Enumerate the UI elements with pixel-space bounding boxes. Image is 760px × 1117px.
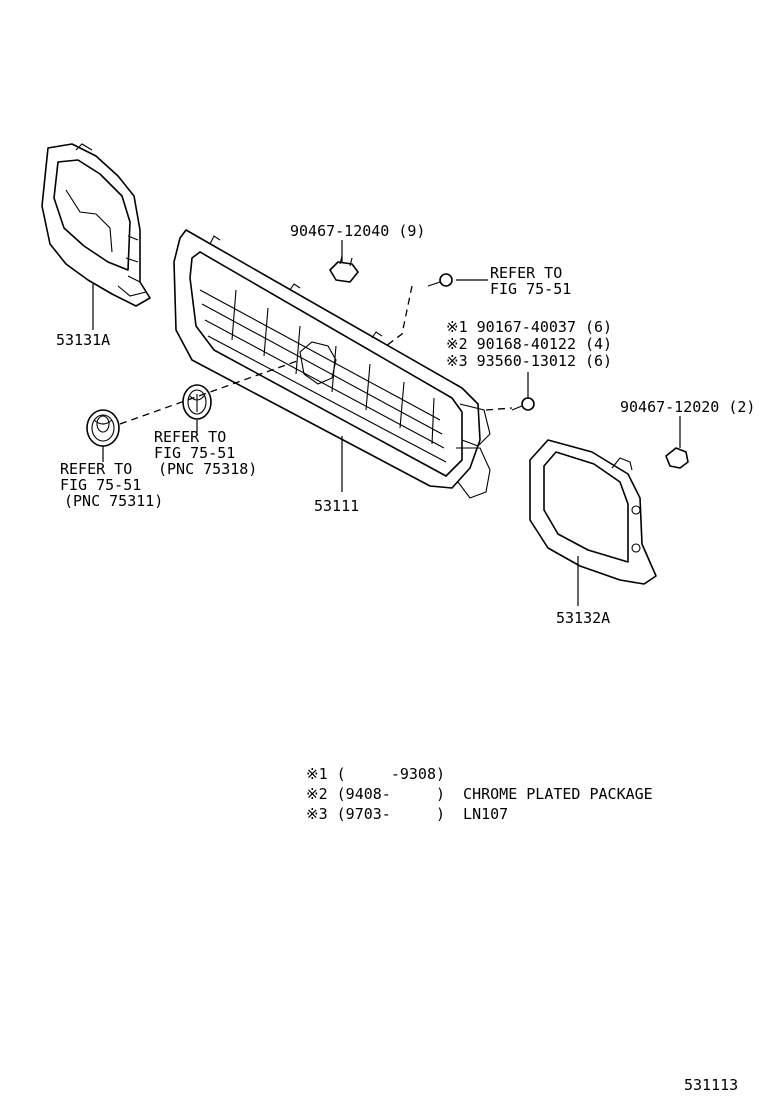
label-clip-right: 90467-12020 (2) xyxy=(620,398,755,416)
note-1: ※1 ( -9308) xyxy=(306,765,445,783)
left-headlamp-frame xyxy=(41,143,151,307)
label-emblem-front-3: (PNC 75311) xyxy=(64,492,163,510)
note-3: ※3 (9703- ) LN107 xyxy=(306,805,508,823)
label-emblem-front-2: FIG 75-51 xyxy=(60,476,141,494)
screw-side xyxy=(511,397,535,411)
part-labels: 53131A 90467-12040 (9) REFER TO FIG 75-5… xyxy=(56,222,755,627)
leader-lines xyxy=(92,240,681,606)
notes-block: ※1 ( -9308) ※2 (9408- ) CHROME PLATED PA… xyxy=(306,765,653,823)
label-emblem-front-1: REFER TO xyxy=(60,460,132,478)
rear-emblem xyxy=(182,384,212,420)
right-headlamp-frame xyxy=(529,439,657,585)
label-emblem-rear-2: FIG 75-51 xyxy=(154,444,235,462)
screw-top xyxy=(427,273,453,287)
clip-top xyxy=(329,255,359,283)
label-screw-opt3: ※3 93560-13012 (6) xyxy=(446,352,612,370)
label-emblem-rear-3: (PNC 75318) xyxy=(158,460,257,478)
clip-right xyxy=(665,447,689,469)
note-2: ※2 (9408- ) CHROME PLATED PACKAGE xyxy=(306,785,653,803)
label-refer-top-2: FIG 75-51 xyxy=(490,280,571,298)
label-right-frame: 53132A xyxy=(556,609,610,627)
figure-id: 531113 xyxy=(684,1076,738,1094)
label-grille: 53111 xyxy=(314,497,359,515)
label-emblem-rear-1: REFER TO xyxy=(154,428,226,446)
label-clip-top: 90467-12040 (9) xyxy=(290,222,425,240)
label-screw-opt2: ※2 90168-40122 (4) xyxy=(446,335,612,353)
radiator-grille xyxy=(173,229,491,499)
label-refer-top-1: REFER TO xyxy=(490,264,562,282)
front-emblem xyxy=(86,409,120,447)
label-left-frame: 53131A xyxy=(56,331,110,349)
label-screw-opt1: ※1 90167-40037 (6) xyxy=(446,318,612,336)
